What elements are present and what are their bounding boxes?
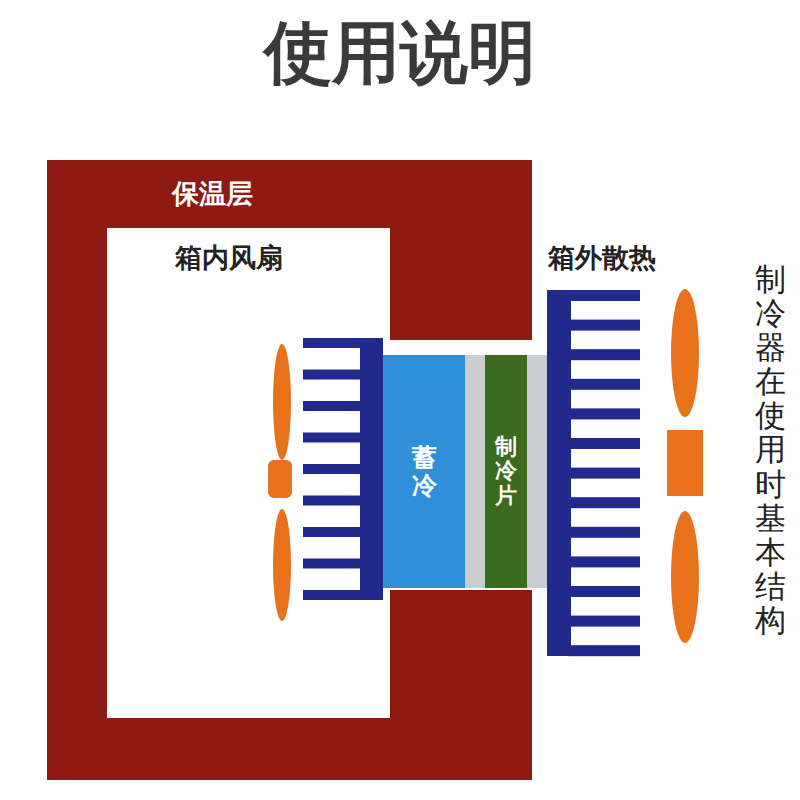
fin [568,320,640,331]
fan-blade [671,511,699,643]
insulation-wall [47,160,532,780]
node-label: 保温层 [172,176,253,212]
fin [303,401,363,411]
title: 使用说明 [264,8,536,99]
fan-blade [273,509,291,621]
fin [568,586,640,597]
fin [303,496,363,506]
fan-label: 箱内风扇 [175,240,283,276]
fin [303,370,363,380]
fin [303,590,363,600]
node-label: 蓄冷 [412,444,437,499]
fin [568,497,640,508]
fan-hub [667,430,703,496]
fin [568,645,640,656]
heat-dissipation-label: 箱外散热 [548,240,656,276]
fan-hub [268,460,292,498]
contact-plate [465,355,485,588]
fin [568,468,640,479]
fin [303,464,363,474]
fan-blade [671,289,699,417]
contact-plate [527,355,547,588]
cold-storage-block: 蓄冷 [383,355,465,588]
structure-caption: 制冷器在使用时基本结构 [755,262,786,637]
fin [303,559,363,569]
fin [568,290,640,301]
outer-heatsink-fins [568,290,640,656]
peltier-chip: 制冷片 [485,355,527,588]
inner-heatsink-fins [303,338,363,600]
fin [568,556,640,567]
fin [568,438,640,449]
fin [568,616,640,627]
fin [568,379,640,390]
inner-heatsink-base [360,338,383,600]
node-label: 制冷片 [495,435,517,508]
fin [568,408,640,419]
fin [303,338,363,348]
fin [568,349,640,360]
fin [568,527,640,538]
outer-heatsink-base [547,290,571,656]
fan-blade [273,344,291,460]
fin [303,527,363,537]
fin [303,433,363,443]
